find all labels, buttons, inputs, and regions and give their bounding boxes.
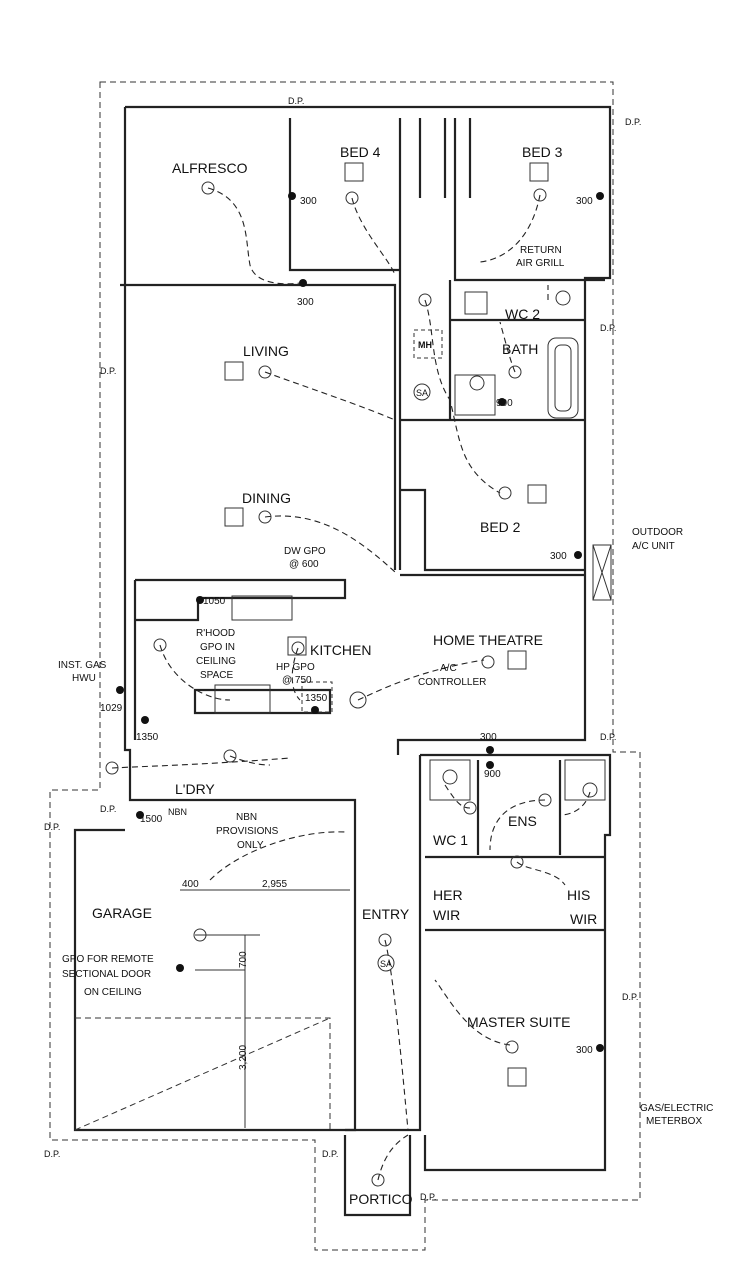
nbn-label: NBN [168,807,187,817]
room-bath: BATH [502,341,538,357]
room-labels: ALFRESCO BED 4 BED 3 LIVING DINING KITCH… [92,144,597,1207]
rhood-2: GPO IN [200,642,235,653]
dim-300: 300 [297,297,314,308]
nbn-provisions-1: NBN [236,812,257,823]
room-his-wir-1: HIS [567,887,590,903]
rhood-1: R'HOOD [196,628,235,639]
room-kitchen: KITCHEN [310,642,371,658]
room-entry: ENTRY [362,906,410,922]
dp-label: D.P. [420,1192,436,1202]
wiring [111,187,591,1181]
dim-300: 300 [550,551,567,562]
sa-label-2: SA [380,959,392,969]
room-alfresco: ALFRESCO [172,160,248,176]
outdoor-ac-2: A/C UNIT [632,541,675,552]
room-dining: DINING [242,490,291,506]
room-portico: PORTICO [349,1191,413,1207]
dp-label: D.P. [600,732,616,742]
room-ens: ENS [508,813,537,829]
dw-gpo-1: DW GPO [284,546,326,557]
gpo-remote-3: ON CEILING [84,987,142,998]
hp-gpo-2: @ 750 [282,675,312,686]
dim-300: 300 [576,196,593,207]
dp-label: D.P. [100,804,116,814]
ac-controller-1: A/C [440,663,457,674]
annotations: RETURN AIR GRILL MH SA SA OUTDOOR A/C UN… [58,245,713,1127]
dim-1350: 1350 [305,693,328,704]
nbn-provisions-3: ONLY [237,840,264,851]
room-her-wir-1: HER [433,887,463,903]
walls [73,105,612,1217]
dw-gpo-2: @ 600 [289,559,319,570]
room-wc2: WC 2 [505,306,540,322]
rhood-4: SPACE [200,670,233,681]
room-home-theatre: HOME THEATRE [433,632,543,648]
room-master-suite: MASTER SUITE [467,1014,570,1030]
room-her-wir-2: WIR [433,907,460,923]
dp-label: D.P. [288,96,304,106]
dp-label: D.P. [44,822,60,832]
downpipe-labels: D.P. D.P. D.P. D.P. D.P. D.P. D.P. D.P. … [44,96,641,1202]
inst-gas-1: INST. GAS [58,660,107,671]
fixtures [74,291,612,1131]
outdoor-ac-1: OUTDOOR [632,527,683,538]
rhood-3: CEILING [196,656,236,667]
room-bed3: BED 3 [522,144,563,160]
ac-controller-2: CONTROLLER [418,677,486,688]
gpo-remote-1: GPO FOR REMOTE [62,954,154,965]
dim-700: 700 [238,951,249,968]
return-air-1: RETURN [520,245,562,256]
dim-1029: 1029 [100,703,123,714]
inst-gas-2: HWU [72,673,96,684]
mh-label: MH [418,340,432,350]
gpo-remote-2: SECTIONAL DOOR [62,969,151,980]
dim-1350: 1350 [136,732,159,743]
dp-label: D.P. [100,366,116,376]
dim-1500: 1500 [140,814,163,825]
dp-label: D.P. [600,323,616,333]
room-ldry: L'DRY [175,781,215,797]
dim-400: 400 [182,879,199,890]
dim-300: 300 [576,1045,593,1056]
hp-gpo-1: HP GPO [276,662,315,673]
room-his-wir-2: WIR [570,911,597,927]
dim-300: 300 [480,732,497,743]
gas-meter-2: METERBOX [646,1116,702,1127]
dim-2955: 2,955 [262,879,287,890]
lot-boundary [49,81,641,1251]
dp-label: D.P. [622,992,638,1002]
ac-vents [224,162,549,1087]
room-living: LIVING [243,343,289,359]
dim-3200: 3,200 [238,1045,249,1070]
dim-900: 900 [496,398,513,409]
dp-label: D.P. [322,1149,338,1159]
nbn-provisions-2: PROVISIONS [216,826,279,837]
dimensions: 300 300 300 300 300 300 900 900 1050 135… [100,196,593,1070]
dp-label: D.P. [625,117,641,127]
gpo-markers [116,192,604,1052]
dim-300: 300 [300,196,317,207]
room-bed2: BED 2 [480,519,521,535]
dp-label: D.P. [44,1149,60,1159]
room-wc1: WC 1 [433,832,468,848]
light-points [105,181,598,1187]
dim-900: 900 [484,769,501,780]
dim-1050: 1050 [203,596,226,607]
room-garage: GARAGE [92,905,152,921]
room-bed4: BED 4 [340,144,381,160]
return-air-2: AIR GRILL [516,258,565,269]
sa-label-1: SA [416,388,428,398]
gas-meter-1: GAS/ELECTRIC [640,1103,713,1114]
